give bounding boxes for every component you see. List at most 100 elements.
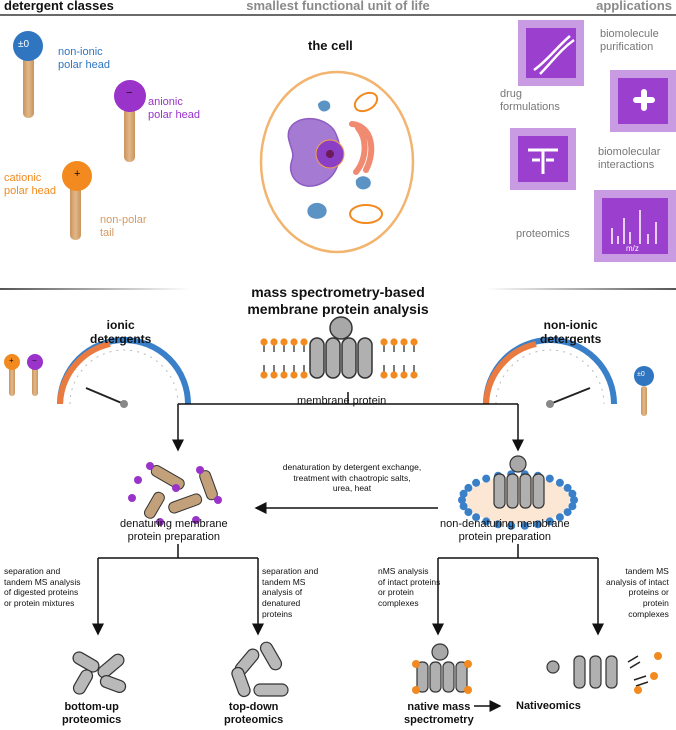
- micelle-headgroup: [482, 474, 491, 483]
- tile-fill: [602, 198, 668, 254]
- detergent-dot: [146, 462, 154, 470]
- nondenaturing-label: non-denaturing membrane protein preparat…: [440, 518, 570, 544]
- mitochondrion-2: [349, 204, 383, 224]
- gauge-arc-warm: [483, 341, 537, 405]
- membrane-protein-illustration: [260, 316, 418, 379]
- cell-illustration: [259, 70, 415, 254]
- application-tile-interaction: [510, 128, 576, 190]
- anionic-head: [114, 80, 146, 112]
- helix-2: [325, 337, 341, 379]
- endoplasmic-reticulum: [287, 117, 341, 187]
- ionic-symbol-anion: −: [32, 356, 37, 365]
- top-down-label: top-down proteomics: [224, 701, 284, 727]
- micelle-headgroup: [464, 483, 473, 492]
- lipid-head: [390, 371, 398, 379]
- denatured-helix: [144, 491, 165, 519]
- nativeomics-label: Nativeomics: [516, 700, 581, 712]
- app-label-drug: drug formulations: [500, 88, 560, 114]
- anionic-symbol: −: [126, 87, 133, 99]
- tail-label: non-polar tail: [100, 214, 147, 240]
- helix: [573, 655, 586, 689]
- analysis-title: mass spectrometry-based membrane protein…: [247, 284, 429, 317]
- helix-3: [341, 337, 357, 379]
- gauge-needle: [549, 387, 591, 405]
- detergent-dot: [128, 494, 136, 502]
- lipid-head: [260, 338, 268, 346]
- peptide-fragment: [99, 675, 127, 693]
- intact-helix: [253, 683, 289, 697]
- lipid-head: [412, 686, 420, 694]
- anionic-tail: [124, 100, 135, 162]
- app-label-interactions: biomolecular interactions: [598, 146, 661, 172]
- lipid-head: [412, 660, 420, 668]
- lipid-head: [300, 371, 308, 379]
- application-tile-ms: [594, 190, 676, 262]
- denaturing-label: denaturing membrane protein preparation: [120, 518, 228, 544]
- denatured-protein-cluster: [128, 462, 222, 526]
- cationic-tail: [70, 178, 81, 240]
- lipid-head: [400, 371, 408, 379]
- micelle-headgroup: [568, 489, 577, 498]
- cell-title: the cell: [308, 38, 353, 53]
- helix: [589, 655, 602, 689]
- helix: [429, 661, 442, 693]
- native-ms-complex: [412, 643, 472, 694]
- lipid-head: [280, 338, 288, 346]
- protein-head: [546, 660, 560, 674]
- helix-4: [357, 337, 373, 379]
- detergent-dot: [172, 484, 180, 492]
- gauge-arc-warm: [57, 341, 111, 405]
- left-branch-1-text: separation and tandem MS analysis of dig…: [4, 566, 81, 608]
- micelle-headgroup: [563, 483, 572, 492]
- right-branch-1-text: nMS analysis of intact proteins or prote…: [378, 566, 441, 608]
- left-branch-2-text: separation and tandem MS analysis of den…: [262, 566, 319, 619]
- micelle-headgroup: [464, 508, 473, 517]
- detergent-dot: [192, 516, 200, 524]
- lipid-head: [464, 660, 472, 668]
- lipid-head: [654, 652, 662, 660]
- nonionic-head: [13, 31, 43, 61]
- denatured-helix: [168, 493, 203, 514]
- micelle-headgroup: [494, 520, 503, 529]
- detergent-dot: [156, 518, 164, 526]
- peptide-fragment: [72, 669, 94, 695]
- intact-helix: [259, 641, 283, 671]
- lipid-head: [270, 338, 278, 346]
- mitochondrion-1: [353, 91, 379, 113]
- mid-rule-right: [486, 288, 676, 290]
- micelle-headgroup: [555, 513, 564, 522]
- lipid-head: [650, 672, 658, 680]
- header-smallest-unit: smallest functional unit of life: [246, 0, 430, 13]
- lipid-head: [390, 338, 398, 346]
- nucleolus: [326, 150, 334, 158]
- micelle-headgroup: [482, 517, 491, 526]
- golgi: [349, 121, 375, 175]
- nonionic-small-tail: [641, 386, 647, 416]
- nonionic-gauge: [483, 337, 617, 408]
- app-label-proteomics: proteomics: [516, 228, 570, 240]
- lipid-head: [400, 338, 408, 346]
- lipid-head: [260, 371, 268, 379]
- ms-axis-label: m/z: [626, 244, 639, 253]
- gauge-needle: [85, 387, 125, 405]
- native-ms-label: native mass spectrometry: [404, 701, 474, 727]
- micelle-headgroup: [459, 502, 468, 511]
- lipid-head: [410, 371, 418, 379]
- ionic-head-anionic: [27, 354, 43, 370]
- helix-1: [309, 337, 325, 379]
- lipid-head: [290, 338, 298, 346]
- lipid-head: [410, 338, 418, 346]
- micelle-headgroup: [459, 489, 468, 498]
- flow-lines: [92, 392, 604, 712]
- application-tile-dna: [518, 20, 584, 86]
- ionic-gauge: [57, 337, 191, 408]
- ionic-head-cationic: [4, 354, 20, 370]
- released-lipids: [627, 655, 649, 687]
- lipid-head: [380, 338, 388, 346]
- lipid-head: [270, 371, 278, 379]
- bottom-up-fragments: [72, 651, 127, 695]
- micelle-headgroup: [472, 513, 481, 522]
- ionic-detergent-icons: [4, 354, 43, 396]
- ionic-symbol-cation: +: [9, 356, 14, 365]
